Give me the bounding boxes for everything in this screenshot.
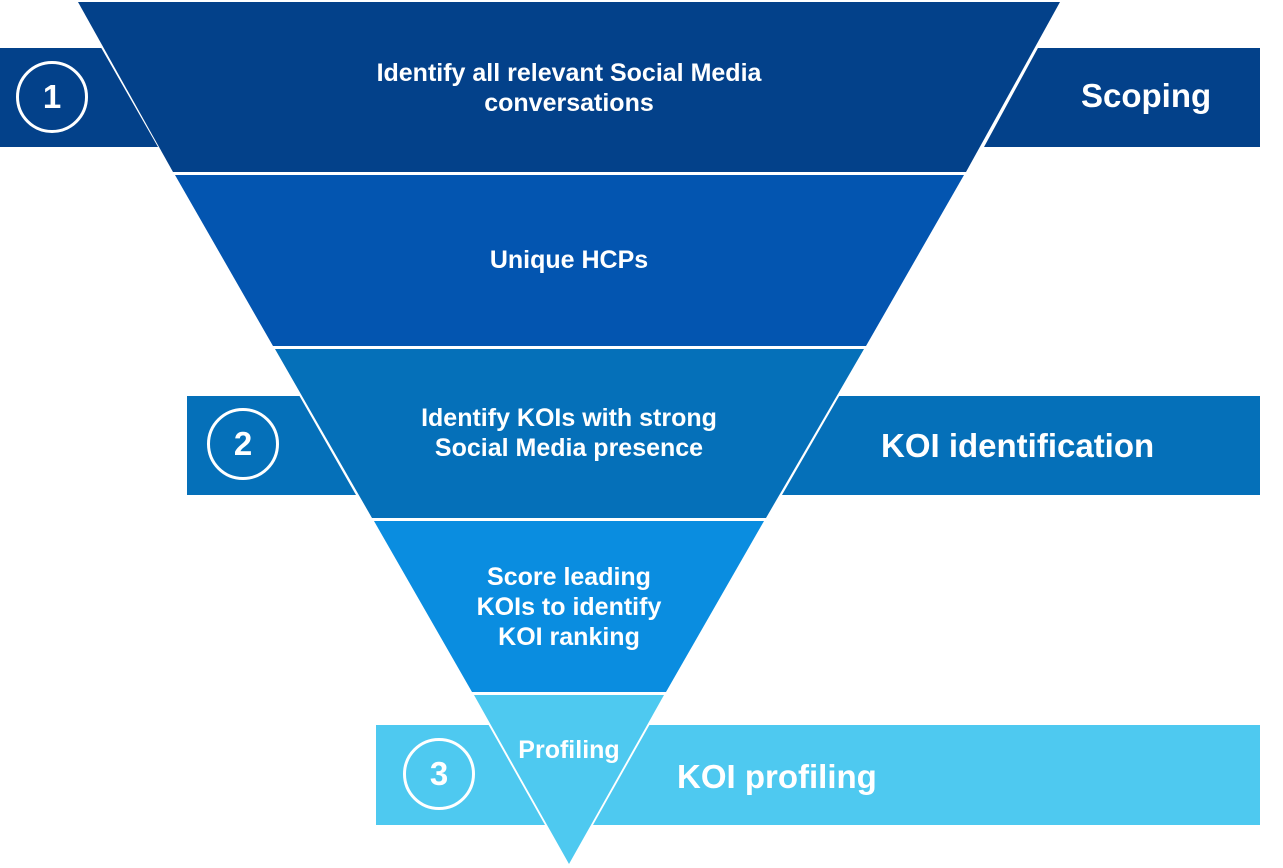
stage-number-2: 2 xyxy=(207,408,279,480)
stage-label-scoping: Scoping xyxy=(1081,77,1212,114)
stage-label-koi-profiling: KOI profiling xyxy=(677,758,877,795)
funnel-layer-3 xyxy=(275,349,864,518)
funnel-layer-5 xyxy=(474,695,664,864)
funnel-layer-2 xyxy=(175,175,964,346)
funnel-text-3: Identify KOIs with strong Social Media p… xyxy=(421,404,717,462)
stage-label-koi-identification: KOI identification xyxy=(881,427,1155,464)
funnel-text-4: Score leading KOIs to identify KOI ranki… xyxy=(476,563,662,651)
funnel-text-2: Unique HCPs xyxy=(489,246,649,274)
funnel-layer-1-fill xyxy=(78,2,1060,172)
funnel-layer-4 xyxy=(374,521,764,692)
funnel-text-1: Identify all relevant Social Media conve… xyxy=(376,59,762,117)
stage-number-1: 1 xyxy=(16,61,88,133)
funnel-text-5: Profiling xyxy=(518,736,620,764)
stage-number-3: 3 xyxy=(403,738,475,810)
